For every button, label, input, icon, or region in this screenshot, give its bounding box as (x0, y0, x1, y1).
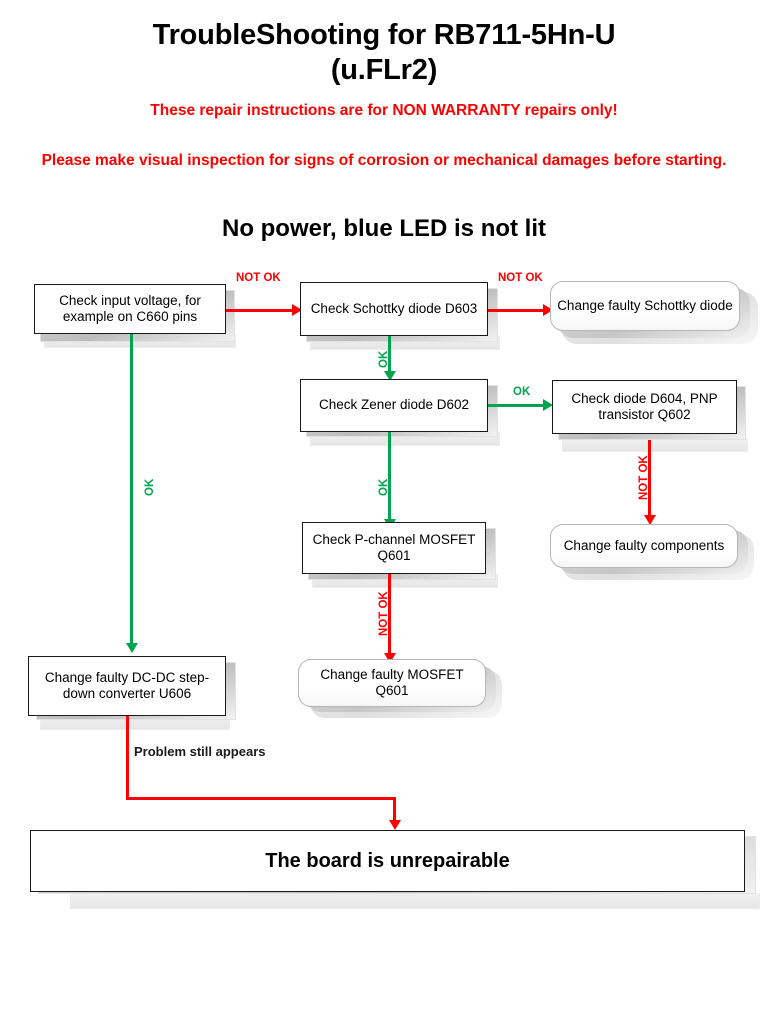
node-check-d604-shadow-plate (562, 438, 748, 452)
edge-n7-n8-line (388, 574, 391, 656)
edge-n7-n8-arrowhead (383, 653, 396, 663)
edge-n5-n6-arrowhead (643, 515, 656, 525)
edge-n4-n7-line (388, 432, 391, 522)
edge-label-n1-n9: OK (144, 478, 156, 496)
warning-non-warranty: These repair instructions are for NON WA… (150, 102, 618, 119)
edge-n2-n4-line (388, 336, 391, 374)
edge-label-n5-n6: NOT OK (638, 455, 650, 500)
node-change-faulty-schottky-diode[interactable]: Change faulty Schottky diode (550, 281, 740, 331)
edge-label-n9-n10: Problem still appears (134, 744, 266, 759)
edge-n9-n10-segment-down2 (393, 797, 396, 825)
edge-n1-n2-arrowhead (292, 304, 302, 316)
node-change-faulty-components[interactable]: Change faulty components (550, 524, 738, 568)
edge-n4-n5-line (487, 404, 547, 407)
edge-label-n2-n3: NOT OK (498, 272, 543, 284)
edge-n1-n9-arrowhead (125, 643, 138, 653)
warning-visual-inspection: Please make visual inspection for signs … (41, 152, 727, 169)
page-title-line-2: (u.FLr2) (330, 54, 438, 87)
node-check-p-channel-mosfet[interactable]: Check P-channel MOSFET Q601 (302, 522, 486, 574)
page-title: TroubleShooting for RB711-5Hn-U (u.FLr2) (0, 18, 768, 89)
page-title-line-1: TroubleShooting for RB711-5Hn-U (152, 19, 616, 51)
edge-n9-n10-segment-right (126, 797, 396, 800)
edge-n5-n6-line (648, 440, 651, 518)
node-change-faulty-mosfet-q601[interactable]: Change faulty MOSFET Q601 (298, 659, 486, 707)
edge-label-n4-n7: OK (378, 478, 390, 496)
edge-label-n4-n5: OK (513, 386, 531, 398)
node-board-is-unrepairable[interactable]: The board is unrepairable (30, 830, 745, 892)
node-change-faulty-dcdc-converter[interactable]: Change faulty DC-DC step-down converter … (28, 656, 226, 716)
node-check-input-voltage[interactable]: Check input voltage, for example on C660… (34, 284, 226, 334)
edge-n2-n3-line (487, 309, 547, 312)
edge-label-n7-n8: NOT OK (378, 591, 390, 636)
node-board-unrepairable-shadow-plate (70, 893, 760, 909)
edge-n9-n10-arrowhead (388, 820, 401, 830)
edge-n2-n4-arrowhead (383, 371, 396, 381)
edge-label-n1-n2: NOT OK (236, 272, 281, 284)
edge-n4-n5-arrowhead (543, 399, 553, 411)
edge-n2-n3-arrowhead (543, 304, 553, 316)
edge-n9-n10-segment-down (126, 716, 129, 800)
node-check-diode-d604-pnp-q602[interactable]: Check diode D604, PNP transistor Q602 (552, 380, 737, 434)
edge-label-n2-n4: OK (378, 350, 390, 368)
section-subtitle: No power, blue LED is not lit (221, 215, 546, 242)
node-check-zener-diode[interactable]: Check Zener diode D602 (300, 379, 488, 432)
node-check-schottky-diode[interactable]: Check Schottky diode D603 (300, 282, 488, 336)
edge-n1-n9-line (130, 334, 133, 646)
edge-n1-n2-line (226, 309, 294, 312)
